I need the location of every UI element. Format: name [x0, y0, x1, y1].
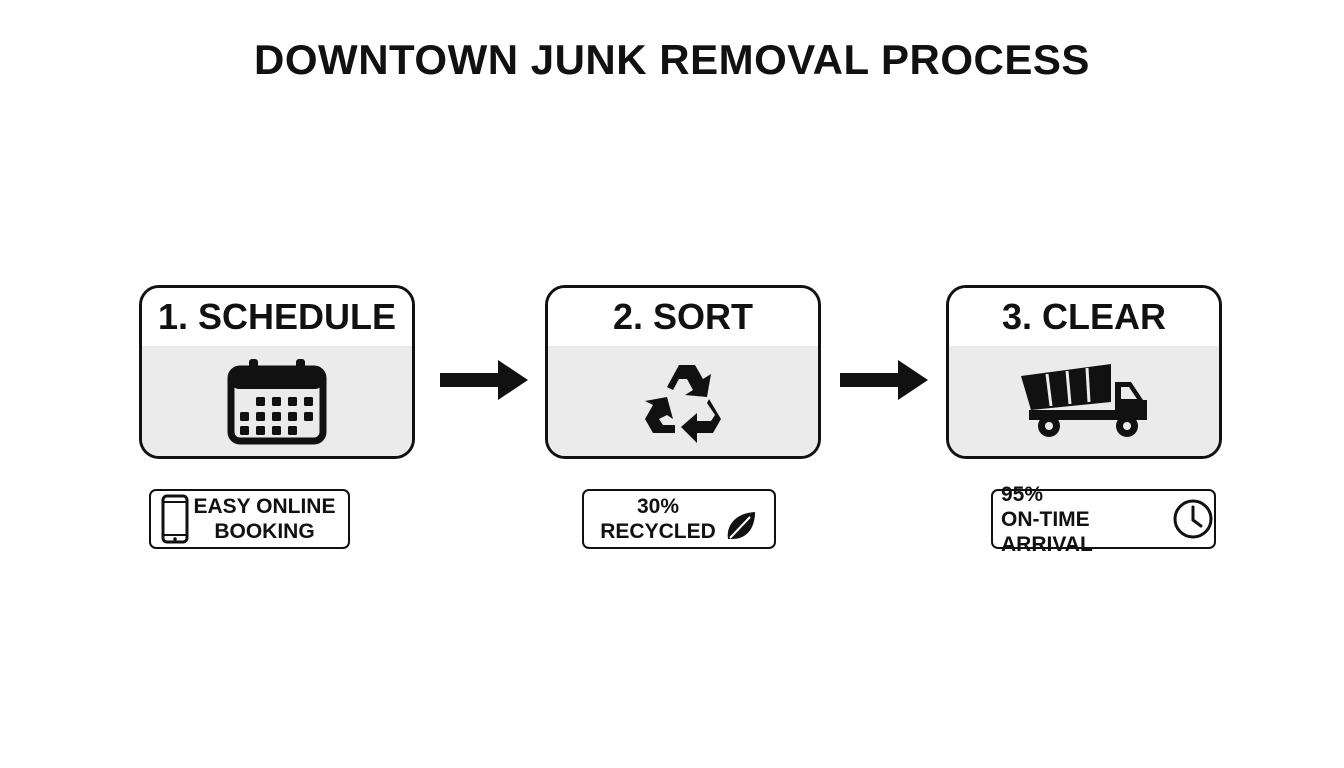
page-title: DOWNTOWN JUNK REMOVAL PROCESS [254, 36, 1090, 83]
badge-line-1: EASY ONLINE [193, 495, 336, 518]
badge-easy-booking: EASY ONLINE BOOKING [149, 489, 350, 549]
step-icon-area [548, 346, 818, 456]
step-card-schedule: 1. SCHEDULE [139, 285, 415, 459]
badge-line-2: BOOKING [214, 520, 315, 543]
badge-label: EASY ONLINE BOOKING [189, 494, 348, 544]
dump-truck-icon [1021, 364, 1147, 437]
badge-line-2: ON-TIME ARRIVAL [1001, 507, 1093, 556]
recycle-icon [645, 365, 721, 443]
badge-line-1: 30% [636, 495, 679, 518]
badge-label: 95% ON-TIME ARRIVAL [1001, 482, 1170, 557]
arrow-right-icon [440, 360, 528, 400]
clock-icon [1173, 499, 1213, 539]
arrow-right-icon [840, 360, 928, 400]
leaf-icon [727, 512, 755, 540]
badge-line-2: RECYCLED [600, 520, 716, 543]
step-card-sort: 2. SORT [545, 285, 821, 459]
badge-line-1: 95% [1001, 482, 1044, 506]
badge-label: 30% RECYCLED [600, 494, 716, 544]
step-label: 2. SORT [548, 288, 818, 346]
step-icon-area [949, 346, 1219, 456]
step-card-clear: 3. CLEAR [946, 285, 1222, 459]
step-label: 1. SCHEDULE [142, 288, 412, 346]
step-icon-area [142, 346, 412, 456]
step-label: 3. CLEAR [949, 288, 1219, 346]
badge-on-time: 95% ON-TIME ARRIVAL [991, 483, 1216, 556]
badge-recycled: 30% RECYCLED [582, 489, 776, 549]
calendar-icon [227, 359, 327, 445]
smartphone-icon [161, 494, 189, 544]
